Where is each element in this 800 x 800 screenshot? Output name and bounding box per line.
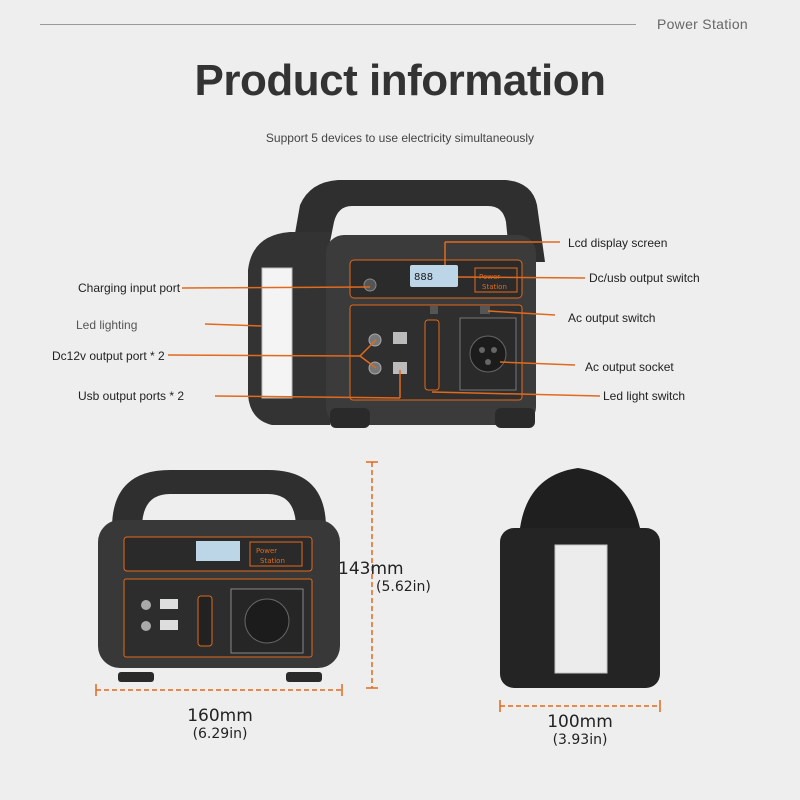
dimension-height: 143mm (5.62in) (338, 559, 448, 595)
dimension-depth: 100mm (3.93in) (520, 712, 640, 748)
lcd-screen (410, 265, 458, 287)
led-lamp (261, 267, 293, 399)
device-top-view: 888 Power Station (248, 180, 545, 428)
device-front-view: Power Station (98, 470, 340, 682)
callout-dc12v-output-port: Dc12v output port * 2 (52, 349, 165, 363)
dimension-width: 160mm (6.29in) (160, 706, 280, 742)
svg-text:Station: Station (482, 283, 507, 291)
svg-text:Power: Power (256, 547, 277, 555)
callout-ac-output-switch: Ac output switch (568, 311, 656, 325)
device-side-view (500, 468, 660, 688)
callout-lines (167, 241, 601, 399)
callout-charging-input-port: Charging input port (78, 281, 181, 295)
callout-usb-output-ports: Usb output ports * 2 (78, 389, 185, 403)
header-divider (40, 24, 636, 25)
callout-led-light-switch: Led light switch (603, 389, 686, 403)
callout-lcd-display-screen: Lcd display screen (568, 236, 668, 250)
depth-mm: 100mm (547, 712, 613, 732)
height-mm: 143mm (338, 559, 404, 579)
device-handle (290, 180, 545, 262)
callout-ac-output-socket: Ac output socket (585, 360, 674, 374)
depth-in: (3.93in) (552, 732, 608, 748)
svg-text:Station: Station (260, 557, 285, 565)
lcd-digits: 888 (414, 272, 433, 283)
page-title: Product information (194, 56, 606, 105)
dimension-lines (95, 461, 661, 712)
callout-led-lighting: Led lighting (76, 318, 138, 332)
width-in: (6.29in) (192, 726, 248, 742)
height-in: (5.62in) (376, 579, 431, 595)
page-subtitle: Support 5 devices to use electricity sim… (265, 131, 535, 145)
width-mm: 160mm (187, 706, 253, 726)
callout-dc-usb-output-switch: Dc/usb output switch (589, 271, 700, 285)
brand-label: Power Station (656, 16, 748, 32)
side-led-lamp (554, 544, 608, 674)
